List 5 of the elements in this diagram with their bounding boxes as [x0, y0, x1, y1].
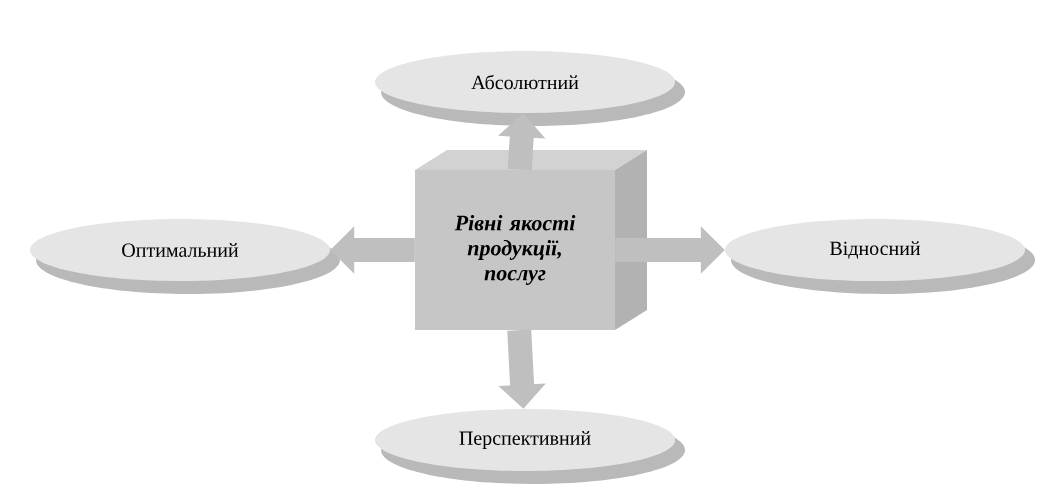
ellipse-disc: Оптимальний: [30, 219, 340, 294]
cube-box: Рівні якості продукції, послуг: [415, 150, 647, 330]
ellipse-disc: Перспективний: [375, 409, 685, 484]
ellipse-disc: Відносний: [725, 219, 1035, 294]
ellipse-disc: Абсолютний: [375, 51, 685, 126]
